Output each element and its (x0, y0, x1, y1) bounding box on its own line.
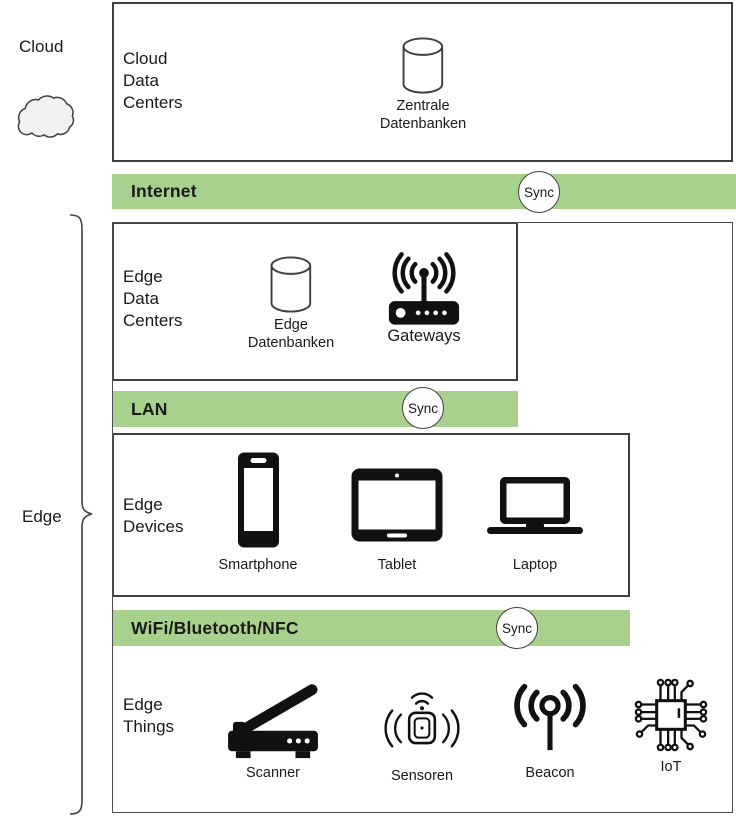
edge-brace (69, 214, 93, 815)
edge-datenbanken-item: Edge Datenbanken (248, 256, 334, 352)
tablet-item: Tablet (351, 468, 443, 575)
edge-data-centers-label: Edge Data Centers (123, 267, 183, 330)
smartphone-icon (237, 452, 279, 548)
sensor-icon (384, 692, 460, 748)
zentrale-datenbanken-item: Zentrale Datenbanken (380, 37, 466, 133)
tablet-caption: Tablet (377, 557, 417, 573)
smartphone-item: Smartphone (219, 452, 298, 575)
gateways-caption: Gateways (387, 327, 461, 345)
edge-things-label: Edge Things (123, 695, 175, 736)
internet-sync-label: Sync (523, 184, 554, 200)
beacon-item: Beacon (510, 682, 590, 783)
smartphone-caption: Smartphone (218, 557, 298, 573)
wifi-bluetooth-nfc-bar: WiFi/Bluetooth/NFC (112, 610, 630, 646)
gateways-item: Gateways (385, 252, 463, 346)
wifi-sync-badge: Sync (496, 607, 538, 649)
internet-bar-label: Internet (131, 181, 197, 201)
wifi-bluetooth-nfc-bar-label: WiFi/Bluetooth/NFC (131, 617, 299, 638)
database-icon (270, 256, 312, 313)
lan-bar-label: LAN (131, 398, 168, 419)
laptop-item: Laptop (487, 477, 583, 575)
iot-item: IoT (629, 673, 713, 777)
internet-bar: Internet (112, 174, 736, 209)
scanner-item: Scanner (224, 677, 322, 783)
wifi-sync-label: Sync (501, 620, 532, 636)
laptop-icon (487, 477, 583, 534)
lan-sync-label: Sync (407, 400, 438, 416)
iot-caption: IoT (660, 759, 682, 775)
database-icon (402, 37, 444, 94)
edge-side-label: Edge (22, 507, 62, 526)
edge-devices-label: Edge Devices (123, 495, 184, 536)
lan-bar: LAN (112, 391, 518, 427)
sensoren-item: Sensoren (378, 686, 466, 786)
beacon-icon (514, 683, 586, 751)
tablet-icon (351, 468, 443, 542)
zentrale-datenbanken-caption: Zentrale Datenbanken (379, 98, 467, 132)
beacon-caption: Beacon (525, 765, 575, 781)
internet-sync-badge: Sync (518, 171, 560, 213)
lan-sync-badge: Sync (402, 387, 444, 429)
edge-datenbanken-caption: Edge Datenbanken (247, 317, 335, 351)
cloud-data-centers-label: Cloud Data Centers (123, 49, 183, 112)
cloud-icon (17, 95, 75, 138)
iot-chip-icon (634, 678, 708, 752)
router-icon (388, 252, 460, 325)
cloud-side-label: Cloud (19, 37, 64, 56)
scanner-caption: Scanner (245, 765, 300, 781)
sensoren-caption: Sensoren (390, 768, 454, 784)
laptop-caption: Laptop (512, 557, 558, 573)
scanner-icon (228, 684, 318, 759)
